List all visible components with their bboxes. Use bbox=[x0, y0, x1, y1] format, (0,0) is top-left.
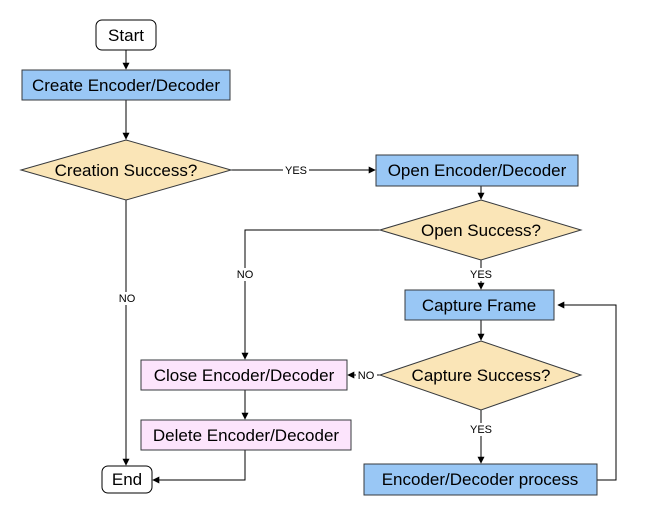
node-capture-success[interactable]: Capture Success? bbox=[378, 340, 583, 411]
node-delete[interactable]: Delete Encoder/Decoder bbox=[140, 419, 352, 451]
node-start-label: Start bbox=[108, 26, 144, 45]
edge-label-capture-no: NO bbox=[358, 370, 375, 382]
node-creation-success-label: Creation Success? bbox=[55, 161, 198, 180]
node-create-label: Create Encoder/Decoder bbox=[32, 76, 220, 95]
node-open-label: Open Encoder/Decoder bbox=[388, 161, 567, 180]
node-process-label: Encoder/Decoder process bbox=[382, 470, 579, 489]
node-creation-success[interactable]: Creation Success? bbox=[19, 139, 233, 201]
node-process[interactable]: Encoder/Decoder process bbox=[363, 463, 598, 496]
edge-process-loop bbox=[557, 301, 617, 481]
node-capture-frame[interactable]: Capture Frame bbox=[404, 289, 555, 321]
edge-labels: YES NO YES NO YES NO bbox=[117, 164, 495, 436]
edges bbox=[122, 50, 617, 484]
edge-open-no bbox=[241, 229, 380, 360]
node-open-success-label: Open Success? bbox=[421, 221, 541, 240]
edge-label-creation-yes: YES bbox=[285, 165, 307, 177]
node-capture-frame-label: Capture Frame bbox=[422, 296, 536, 315]
node-open[interactable]: Open Encoder/Decoder bbox=[375, 154, 579, 187]
edge-label-open-yes: YES bbox=[470, 269, 492, 281]
node-create[interactable]: Create Encoder/Decoder bbox=[21, 69, 231, 101]
edge-delete-end bbox=[152, 450, 246, 484]
node-capture-success-label: Capture Success? bbox=[412, 366, 551, 385]
node-end-label: End bbox=[112, 470, 142, 489]
node-start[interactable]: Start bbox=[95, 19, 157, 51]
node-close[interactable]: Close Encoder/Decoder bbox=[140, 359, 348, 391]
node-open-success[interactable]: Open Success? bbox=[378, 199, 583, 261]
node-end[interactable]: End bbox=[101, 465, 153, 494]
node-close-label: Close Encoder/Decoder bbox=[154, 366, 335, 385]
edge-label-creation-no: NO bbox=[119, 293, 136, 305]
node-delete-label: Delete Encoder/Decoder bbox=[153, 426, 340, 445]
edge-label-open-no: NO bbox=[237, 269, 254, 281]
edge-label-capture-yes: YES bbox=[470, 424, 492, 436]
